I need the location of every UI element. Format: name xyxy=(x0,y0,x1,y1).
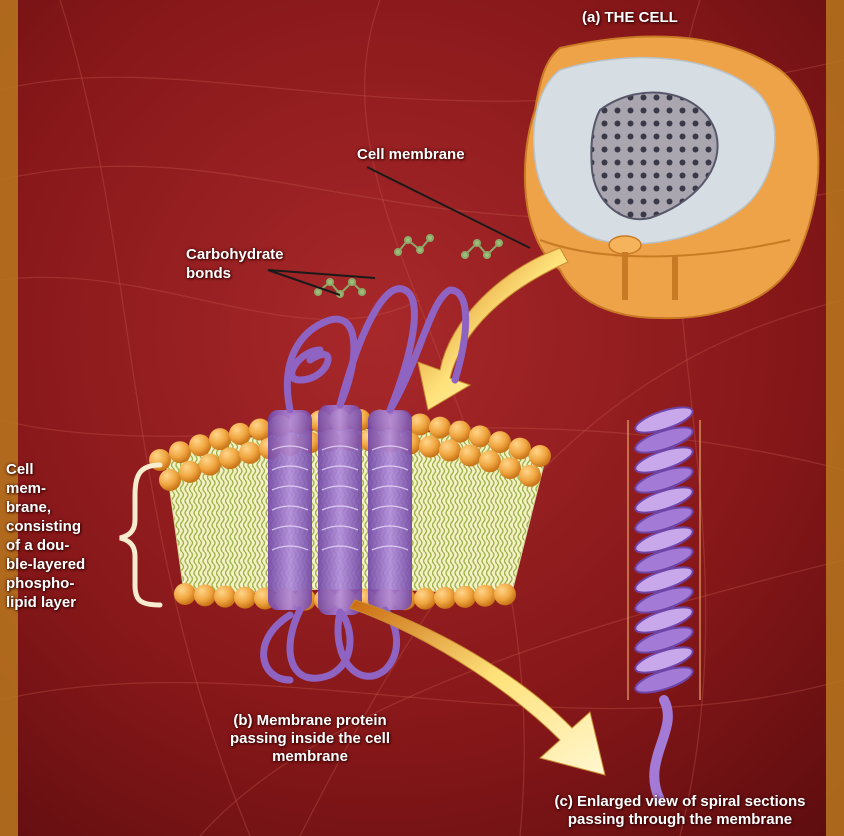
phospholipid-head xyxy=(409,413,431,435)
phospholipid-head xyxy=(239,442,261,464)
label-membrane-protein: (b) Membrane protein passing inside the … xyxy=(205,712,415,766)
phospholipid-head xyxy=(414,588,436,610)
phospholipid-head xyxy=(199,454,221,476)
phospholipid-head xyxy=(489,431,511,453)
phospholipid-head xyxy=(249,418,271,440)
right-frame xyxy=(826,0,844,836)
phospholipid-head xyxy=(159,469,181,491)
phospholipid-head xyxy=(474,585,496,607)
protein-helix-1 xyxy=(268,410,312,610)
cell-channel-2 xyxy=(672,255,678,300)
protein-helix-2 xyxy=(318,405,362,615)
phospholipid-head xyxy=(214,586,236,608)
label-cell-membrane-consisting: Cell mem- brane, consisting of a dou- bl… xyxy=(6,460,85,612)
phospholipid-head xyxy=(174,583,196,605)
phospholipid-head xyxy=(529,445,551,467)
phospholipid-head xyxy=(179,461,201,483)
label-the-cell: (a) THE CELL xyxy=(582,9,678,27)
phospholipid-head xyxy=(494,583,516,605)
phospholipid-head xyxy=(189,434,211,456)
phospholipid-head xyxy=(454,586,476,608)
phospholipid-head xyxy=(449,421,471,443)
left-frame xyxy=(0,0,18,836)
phospholipid-head xyxy=(419,436,441,458)
phospholipid-head xyxy=(429,417,451,439)
phospholipid-head xyxy=(209,428,231,450)
cell-pore xyxy=(609,236,641,254)
phospholipid-head xyxy=(234,587,256,609)
phospholipid-head xyxy=(439,440,461,462)
phospholipid-head xyxy=(479,450,501,472)
phospholipid-head xyxy=(519,465,541,487)
phospholipid-head xyxy=(434,587,456,609)
phospholipid-head xyxy=(469,425,491,447)
label-cell-membrane: Cell membrane xyxy=(357,146,465,164)
phospholipid-head xyxy=(169,441,191,463)
phospholipid-head xyxy=(509,438,531,460)
protein-helix-3 xyxy=(368,410,412,610)
phospholipid-head xyxy=(194,584,216,606)
phospholipid-head xyxy=(219,447,241,469)
phospholipid-head xyxy=(459,444,481,466)
label-enlarged-view: (c) Enlarged view of spiral sections pas… xyxy=(520,793,840,829)
cell-illustration xyxy=(525,36,819,318)
phospholipid-head xyxy=(499,457,521,479)
cell-channel xyxy=(622,252,628,300)
label-carbohydrate-bonds: Carbohydrate bonds xyxy=(186,245,284,283)
phospholipid-head xyxy=(229,423,251,445)
